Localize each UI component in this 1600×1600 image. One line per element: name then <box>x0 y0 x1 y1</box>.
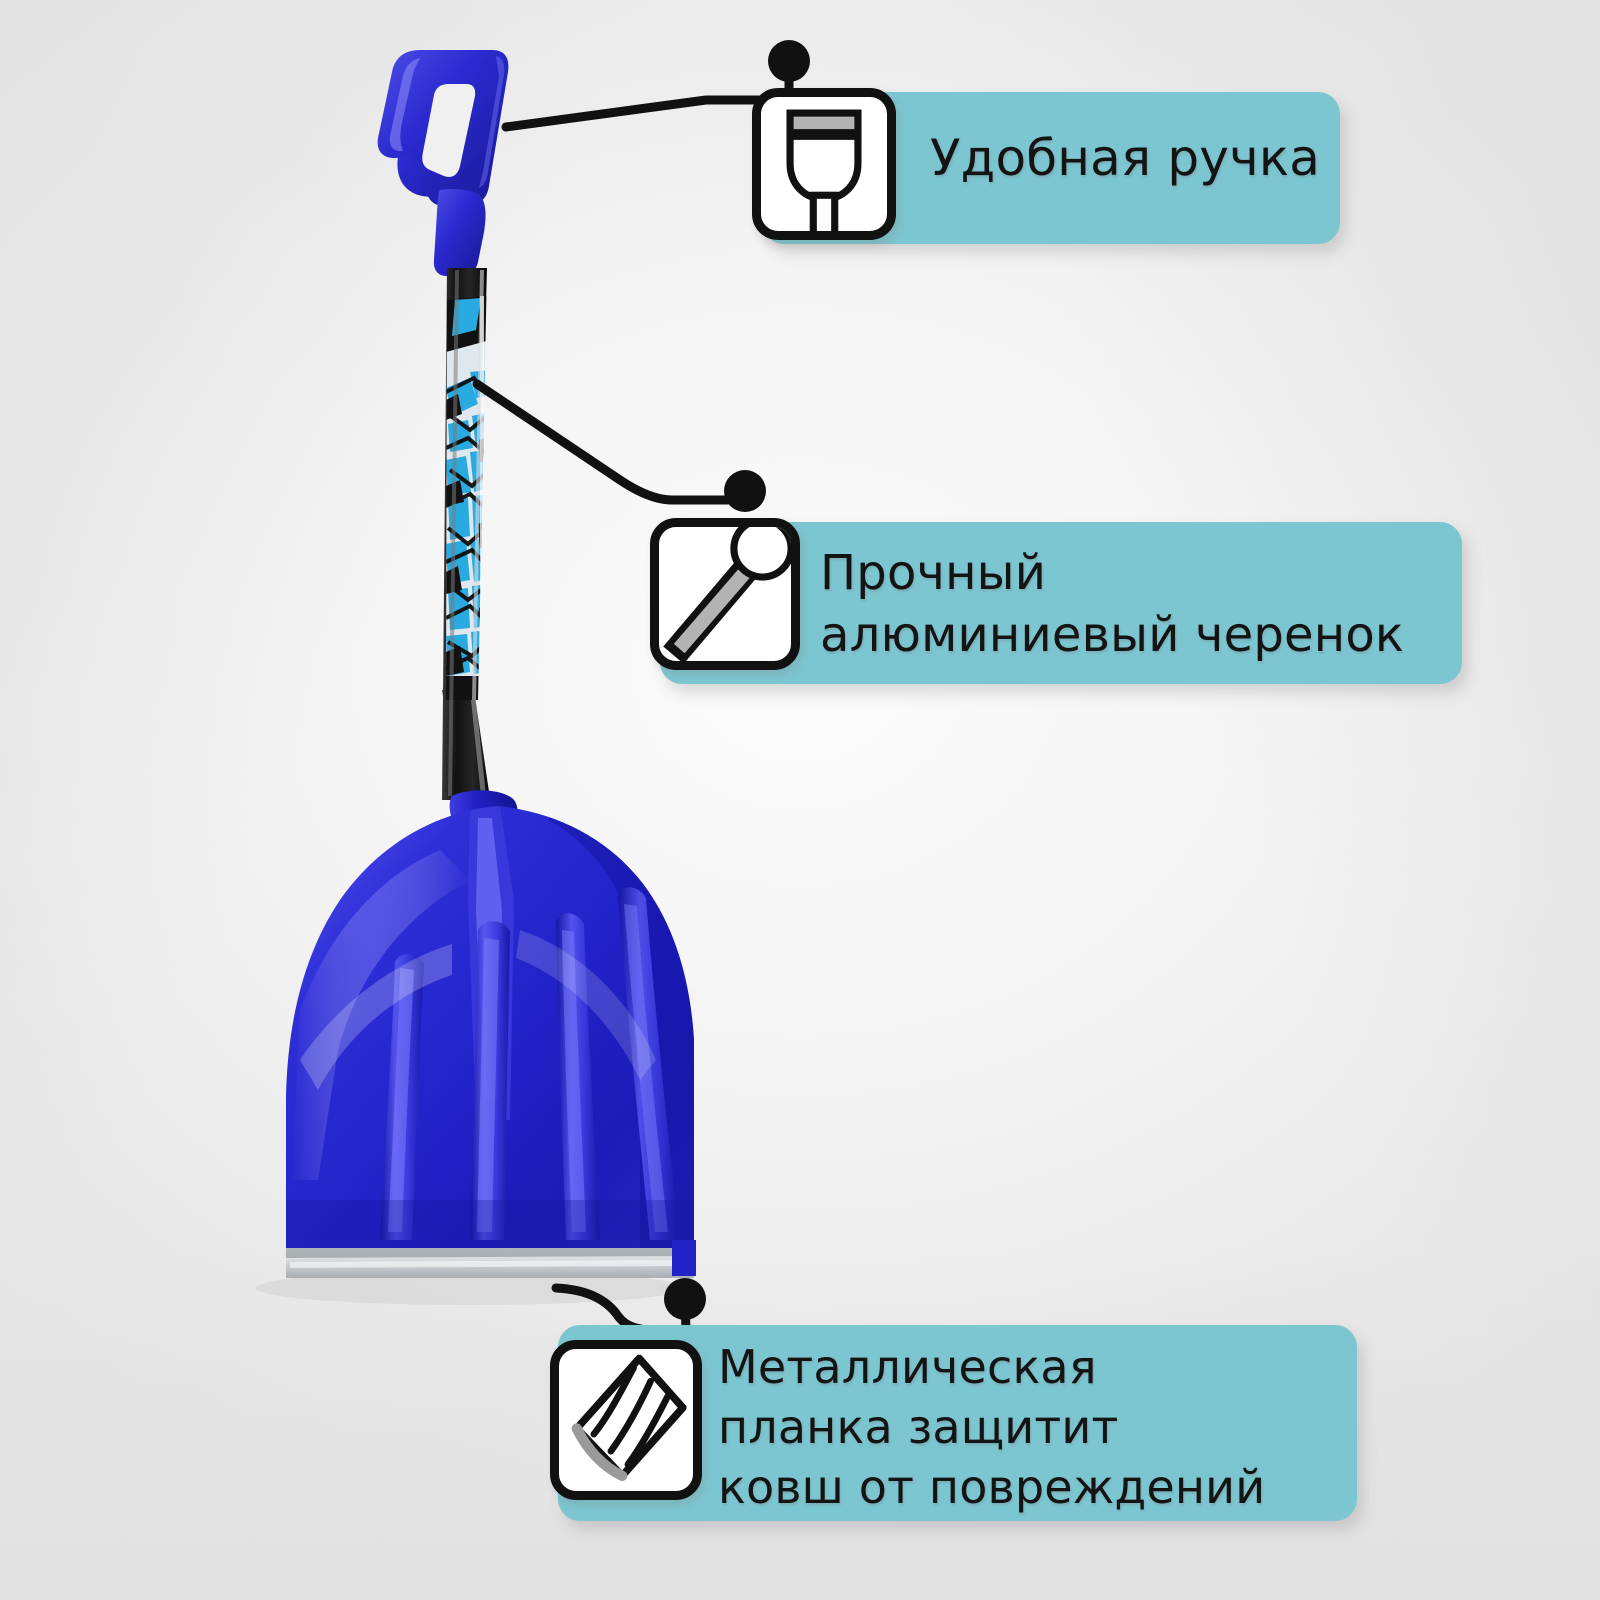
metal-edge-plate-icon <box>550 1340 702 1500</box>
d-grip-handle-icon <box>752 88 896 240</box>
shovel-grip <box>377 50 509 276</box>
connector-shaft <box>472 379 753 505</box>
callout-handle-label: Удобная ручка <box>930 129 1321 187</box>
connector-handle <box>501 95 793 132</box>
callout-plate-label: Металлическая планка защитит ковш от пов… <box>718 1340 1266 1514</box>
metal-edge-strip <box>286 1248 694 1278</box>
aluminium-shaft-icon <box>650 518 800 670</box>
callout-shaft-label: Прочный алюминиевый черенок <box>820 545 1405 664</box>
product-shadow <box>255 1271 685 1305</box>
